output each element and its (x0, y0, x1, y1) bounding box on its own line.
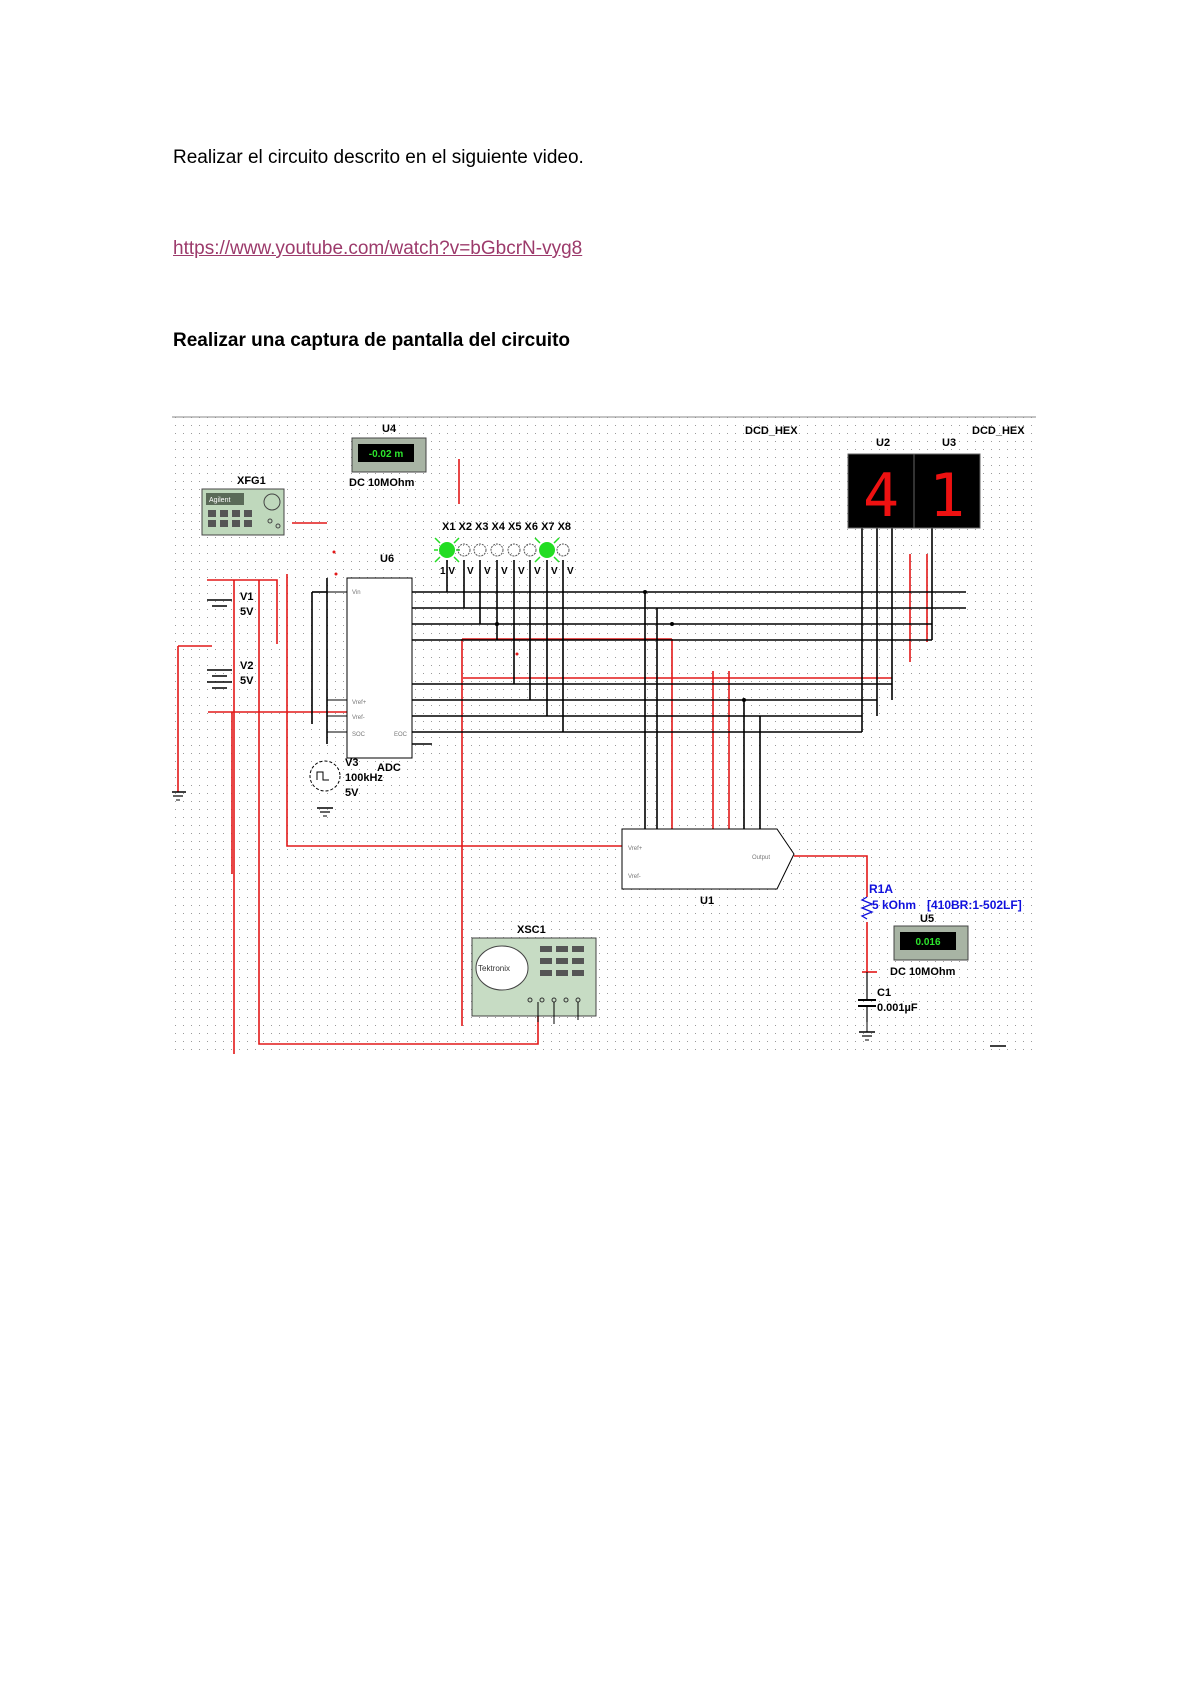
capacitor-c1[interactable]: C1 0.001µF (858, 972, 918, 1022)
battery-v1[interactable]: V1 5V (207, 591, 254, 618)
probe-indicators: X1 X2 X3 X4 X5 X6 X7 X8 1 V V V V (434, 521, 574, 577)
resistor-r1a[interactable]: R1A 5 kOhm [410BR:1-502LF] (860, 882, 1022, 920)
probe-x1-lit (434, 537, 460, 563)
hex-digit-u3: 1 (929, 461, 965, 531)
probe-volt-2: V (467, 566, 474, 577)
oscilloscope-xsc1[interactable]: XSC1 Tektronix (471, 924, 597, 1024)
adc-pin-soc: SOC (352, 732, 366, 738)
video-link[interactable]: https://www.youtube.com/watch?v=bGbcrN-v… (173, 238, 583, 259)
function-generator-xfg1[interactable]: XFG1 Agilent (201, 475, 285, 536)
xfg1-ref-label: XFG1 (237, 475, 266, 487)
voltmeter-u4[interactable]: U4 -0.02 m DC 10MOhm (349, 423, 427, 489)
probe-volt-4: V (501, 566, 508, 577)
hex-displays: DCD_HEX DCD_HEX U2 U3 4 1 (745, 425, 1025, 531)
circuit-schematic-screenshot: U4 -0.02 m DC 10MOhm XFG1 Agilent X1 X2 … (172, 414, 1036, 1054)
adc-pin-eoc: EOC (394, 732, 408, 738)
battery-v2[interactable]: V2 5V (207, 660, 254, 689)
instruction-text: Realizar el circuito descrito en el sigu… (173, 147, 584, 168)
r1a-ref: R1A (869, 882, 893, 896)
v3-ref-label: V3 (345, 757, 358, 769)
probe-volt-7: V (551, 566, 558, 577)
u5-reading: 0.016 (915, 937, 940, 948)
adc-pin-vrefp: Vref+ (352, 700, 367, 706)
xsc1-ref-label: XSC1 (517, 924, 546, 936)
hex-u2-ref: U2 (876, 437, 890, 449)
adc-pin-vrefm: Vref- (352, 715, 365, 721)
adc-name-label: ADC (377, 762, 401, 774)
v3-freq: 100kHz (345, 772, 383, 784)
u1-ref-label: U1 (700, 895, 714, 907)
v2-value: 5V (240, 675, 254, 687)
v1-value: 5V (240, 606, 254, 618)
dac-pin-output: Output (752, 855, 770, 861)
red-wires (177, 459, 928, 1054)
u4-mode: DC 10MOhm (349, 477, 415, 489)
dac-pin-vrefm: Vref- (628, 874, 641, 880)
u4-ref-label: U4 (382, 423, 397, 435)
c1-value: 0.001µF (877, 1002, 918, 1014)
dac-pin-vrefp: Vref+ (628, 846, 643, 852)
xsc1-brand: Tektronix (478, 964, 510, 973)
subtitle-heading: Realizar una captura de pantalla del cir… (173, 330, 571, 351)
probe-x7-lit (534, 537, 560, 563)
u6-ref-label: U6 (380, 553, 394, 565)
probe-volt-6: V (534, 566, 541, 577)
hex-digit-u2: 4 (863, 461, 899, 531)
probe-volt-8: V (567, 566, 574, 577)
r1a-value: 5 kOhm (872, 898, 916, 912)
probe-volt-5: V (518, 566, 525, 577)
black-wires (311, 526, 966, 829)
v2-ref-label: V2 (240, 660, 253, 672)
c1-ref: C1 (877, 987, 891, 999)
clock-source-v3[interactable]: V3 100kHz 5V (309, 757, 383, 799)
dac-u1[interactable]: Vref+ Vref- Output U1 (621, 828, 795, 907)
probe-volt-3: V (484, 566, 491, 577)
hex-label-u2: DCD_HEX (745, 425, 798, 437)
v3-value: 5V (345, 787, 359, 799)
u5-mode: DC 10MOhm (890, 966, 956, 978)
xfg1-brand: Agilent (209, 497, 230, 504)
probe-labels: X1 X2 X3 X4 X5 X6 X7 X8 (442, 521, 571, 533)
ground-v3-icon (317, 807, 333, 817)
ground-c1-icon (859, 1022, 875, 1041)
u4-reading: -0.02 m (369, 449, 404, 460)
voltmeter-u5[interactable]: U5 0.016 DC 10MOhm (890, 913, 969, 978)
ground-left-icon (172, 791, 186, 801)
u5-ref-label: U5 (920, 913, 934, 925)
hex-label-u3: DCD_HEX (972, 425, 1025, 437)
v1-ref-label: V1 (240, 591, 253, 603)
probe-volt-1: 1 V (440, 566, 455, 577)
r1a-key: [410BR:1-502LF] (927, 898, 1022, 912)
adc-u6[interactable]: U6 Vin Vref+ Vref- SOC EOC ADC (327, 553, 413, 774)
hex-u3-ref: U3 (942, 437, 956, 449)
adc-pin-vin: Vin (352, 590, 361, 596)
